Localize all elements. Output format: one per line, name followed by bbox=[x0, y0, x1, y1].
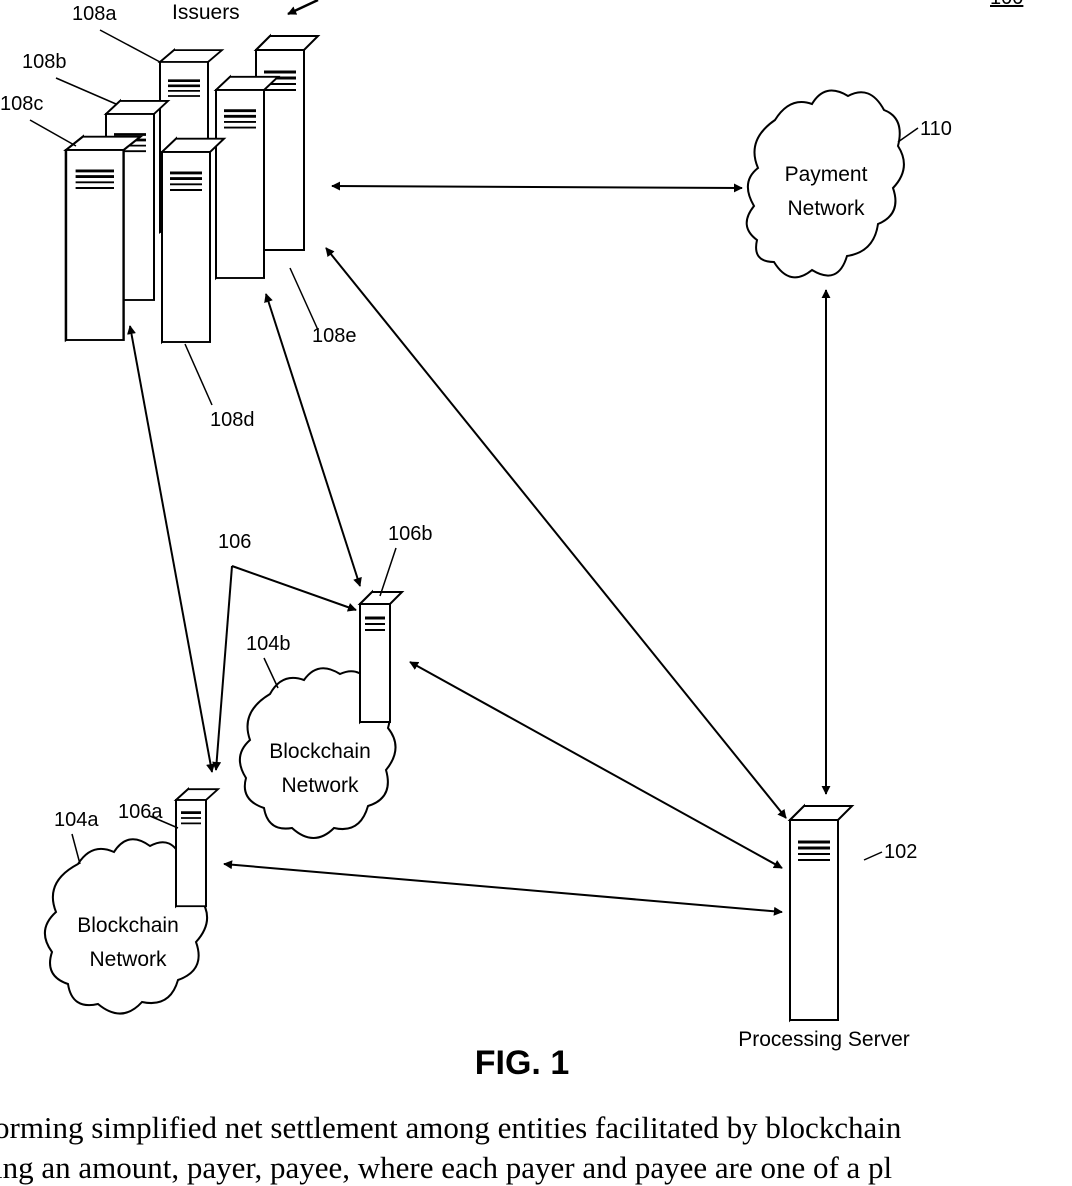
label-102: 102 bbox=[884, 841, 917, 863]
issuers-pointer-arrow bbox=[288, 0, 318, 14]
label-108e: 108e bbox=[312, 325, 357, 347]
arrow-issuers-payment-network bbox=[332, 186, 742, 188]
blockchain-network-a-line1: Blockchain bbox=[77, 914, 179, 937]
server-106a bbox=[176, 789, 218, 906]
label-108c: 108c bbox=[0, 93, 43, 115]
arrow-108c-106a bbox=[130, 326, 212, 772]
leader-108b bbox=[56, 78, 116, 104]
leader-108a bbox=[100, 30, 160, 62]
pointer-106-to-106b bbox=[232, 566, 356, 610]
label-106a: 106a bbox=[118, 801, 163, 823]
blockchain-network-b-line1: Blockchain bbox=[269, 740, 371, 763]
payment-network-line2: Network bbox=[787, 197, 865, 220]
leader-108d bbox=[185, 344, 212, 405]
label-108b: 108b bbox=[22, 51, 67, 73]
issuers-label: Issuers bbox=[172, 1, 240, 24]
pointer-106-to-106a bbox=[216, 566, 232, 770]
leader-108e bbox=[290, 268, 318, 330]
label-106b: 106b bbox=[388, 523, 433, 545]
arrow-106b-processing-server bbox=[410, 662, 782, 868]
label-110: 110 bbox=[920, 118, 952, 140]
server-108d bbox=[162, 139, 224, 342]
leader-102 bbox=[864, 852, 882, 860]
ref-100-label: 100 bbox=[990, 0, 1023, 9]
label-104b: 104b bbox=[246, 633, 291, 655]
leader-108c bbox=[30, 120, 76, 146]
leader-104a bbox=[72, 834, 80, 864]
label-108d: 108d bbox=[210, 409, 255, 431]
processing-server bbox=[790, 806, 852, 1020]
figure-caption: FIG. 1 bbox=[475, 1044, 569, 1082]
payment-network-line1: Payment bbox=[785, 163, 868, 186]
arrow-106a-processing-server bbox=[224, 864, 782, 912]
blockchain-network-b-line2: Network bbox=[281, 774, 359, 797]
server-106b bbox=[360, 592, 402, 722]
label-104a: 104a bbox=[54, 809, 99, 831]
leader-110 bbox=[898, 128, 918, 142]
leader-104b bbox=[264, 658, 278, 688]
blockchain-network-a-line2: Network bbox=[89, 948, 167, 971]
processing-server-label: Processing Server bbox=[738, 1028, 910, 1051]
body-text-line-1: orming simplified net settlement among e… bbox=[0, 1110, 1066, 1146]
leader-106b bbox=[380, 548, 396, 596]
label-106: 106 bbox=[218, 531, 251, 553]
server-issuer-back-right bbox=[256, 36, 318, 250]
label-108a: 108a bbox=[72, 3, 117, 25]
